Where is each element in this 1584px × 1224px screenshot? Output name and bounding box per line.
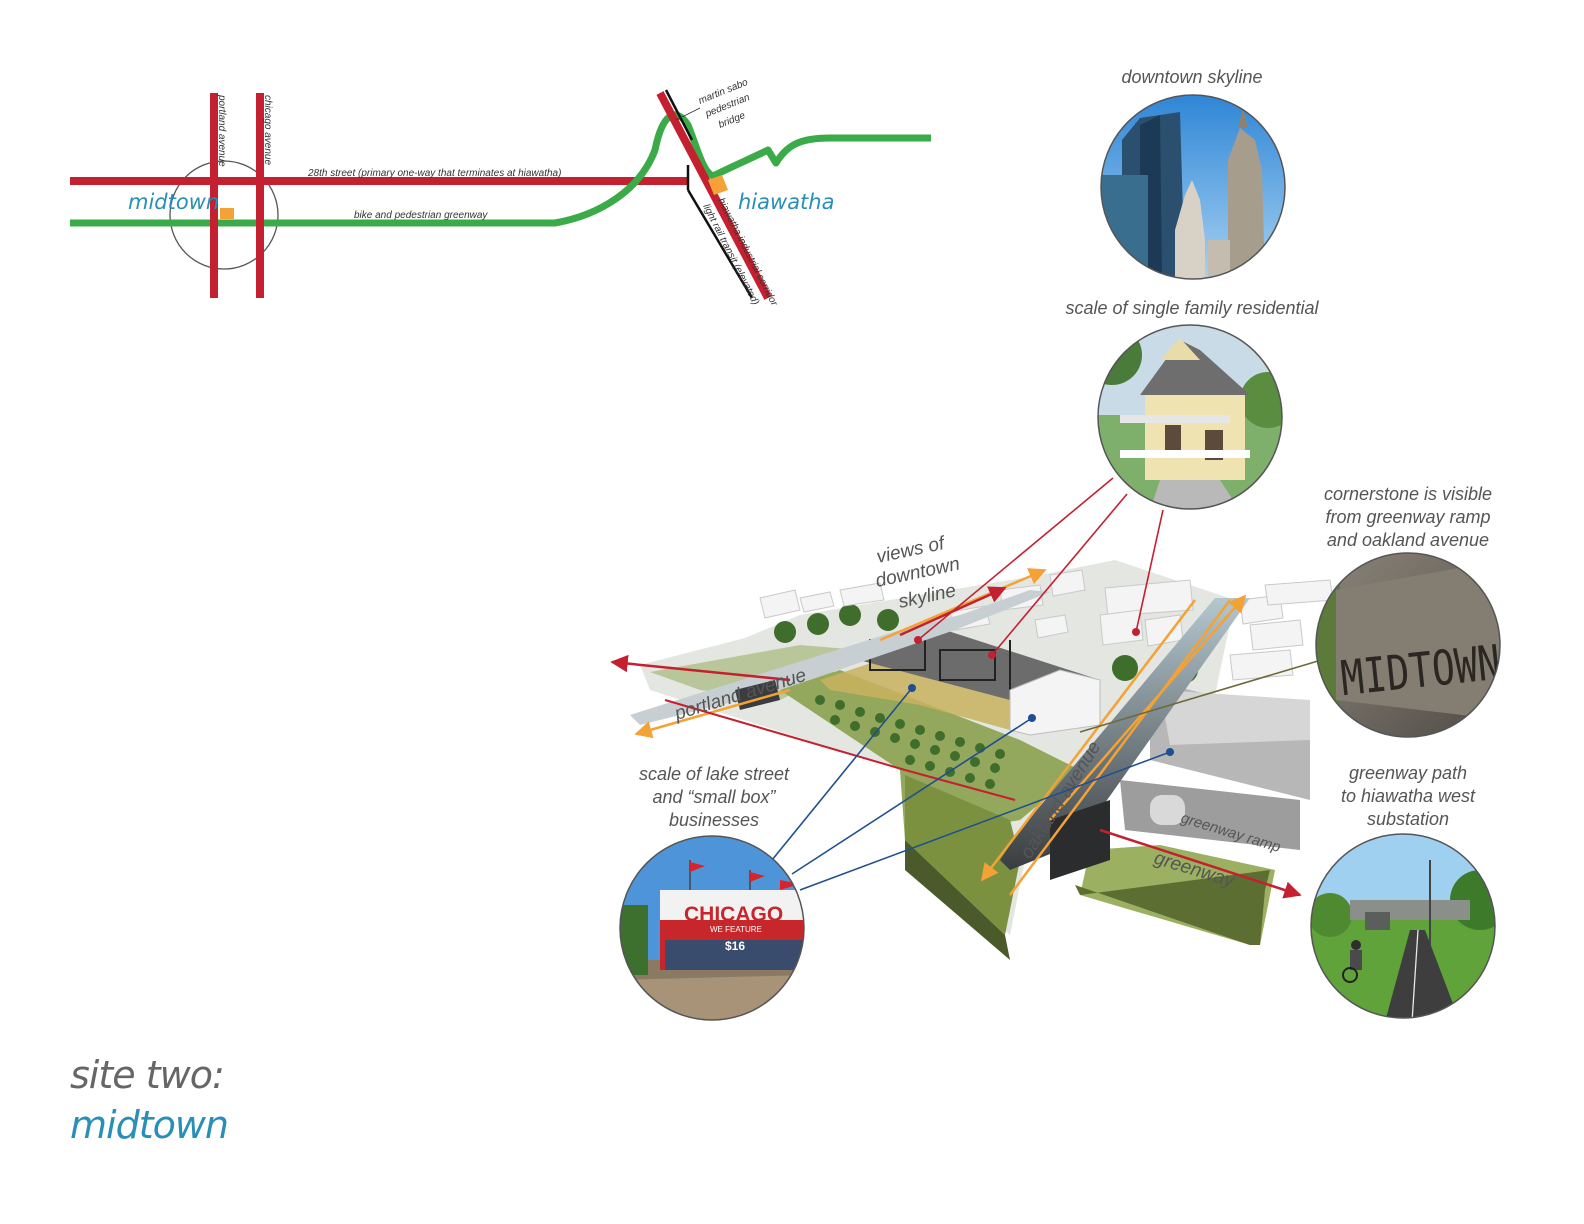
photo-lake-street-frame bbox=[619, 835, 805, 1021]
oakland-arrow-orange-down bbox=[980, 599, 1196, 882]
photo-single-family-house bbox=[1098, 325, 1282, 509]
chicago-price-text: $16 bbox=[725, 939, 745, 953]
photo-cornerstone-sign-frame bbox=[1315, 552, 1501, 738]
portland-arrow-orange bbox=[634, 688, 791, 739]
callout-greenway-path-line-1: greenway path bbox=[1348, 763, 1468, 783]
aerial-site-model: views of downtown skyline portland avenu… bbox=[610, 533, 1334, 960]
callout-downtown-skyline: downtown skyline bbox=[1092, 66, 1292, 89]
hiawatha-corridor-line bbox=[656, 91, 772, 300]
photo-greenway-path-frame bbox=[1310, 833, 1496, 1019]
greenway-line-red-west bbox=[904, 769, 1016, 801]
slab-cut-face bbox=[905, 840, 1010, 960]
portland-avenue-deck bbox=[630, 590, 1050, 725]
sabo-bridge-leader bbox=[675, 107, 701, 121]
portland-arrow-orange-up bbox=[879, 568, 1047, 642]
midtown-site-ring bbox=[169, 160, 279, 270]
map-label-greenway: bike and pedestrian greenway bbox=[354, 210, 488, 221]
neighborhood-blocks bbox=[759, 569, 1334, 681]
callout-greenway-path: greenway path to hiawatha west substatio… bbox=[1313, 762, 1503, 831]
light-rail-line-lower bbox=[686, 189, 754, 299]
map-label-hiawatha: hiawatha bbox=[738, 190, 834, 214]
greenway-arrow-red bbox=[1099, 828, 1302, 899]
oakland-arrow-orange-up bbox=[1049, 594, 1247, 821]
chicago-sign-text: CHICAGO bbox=[684, 903, 783, 926]
oakland-arrow-orange-down-2 bbox=[1008, 599, 1232, 896]
callout-cornerstone-line-1: cornerstone is visible bbox=[1323, 484, 1493, 504]
greenway-ramp-top bbox=[1160, 690, 1310, 745]
callout-cornerstone: cornerstone is visible from greenway ram… bbox=[1303, 483, 1513, 552]
callout-cornerstone-line-2: from greenway ramp bbox=[1325, 507, 1491, 527]
callout-lake-street-line-2: and “small box” bbox=[652, 787, 776, 807]
callout-greenway-path-line-3: substation bbox=[1366, 809, 1450, 829]
map-label-midtown: midtown bbox=[128, 190, 219, 214]
greenway-line-red-west-2 bbox=[664, 699, 906, 771]
location-map: portland avenue chicago avenue 28th stre… bbox=[70, 77, 931, 308]
photo-greenway-path bbox=[1311, 834, 1495, 1018]
callout-lake-street: scale of lake street and “small box” bus… bbox=[614, 763, 814, 832]
title-line-midtown: midtown bbox=[70, 1103, 229, 1147]
map-label-28th-street: 28th street (primary one-way that termin… bbox=[307, 168, 561, 179]
title-line-site-two: site two: bbox=[70, 1053, 225, 1097]
callout-lake-street-line-3: businesses bbox=[668, 810, 760, 830]
callout-greenway-path-line-2: to hiawatha west bbox=[1340, 786, 1476, 806]
greenway-line bbox=[70, 111, 931, 227]
ramp-tunnel bbox=[1150, 795, 1185, 825]
photo-cornerstone-sign: MIDTOWN bbox=[1316, 553, 1500, 737]
callout-cornerstone-line-3: and oakland avenue bbox=[1326, 530, 1490, 550]
callout-single-family-residential: scale of single family residential bbox=[1042, 297, 1342, 320]
midtown-site-marker bbox=[220, 208, 234, 219]
page-title: site two: midtown bbox=[70, 1050, 229, 1150]
portland-arrow-red bbox=[610, 654, 791, 682]
callout-lake-street-line-1: scale of lake street bbox=[638, 764, 790, 784]
map-label-portland: portland avenue bbox=[216, 94, 227, 167]
photo-downtown-skyline-frame bbox=[1100, 94, 1286, 280]
photo-single-family-house-frame bbox=[1097, 324, 1283, 510]
lawn-south bbox=[905, 775, 1020, 935]
callout-residential-line: scale of single family residential bbox=[1065, 298, 1319, 318]
leader-lines bbox=[771, 477, 1319, 891]
callout-downtown-skyline-line: downtown skyline bbox=[1121, 67, 1263, 87]
map-label-chicago: chicago avenue bbox=[262, 95, 273, 165]
lawn-east-base bbox=[1075, 870, 1270, 945]
light-rail-line bbox=[664, 89, 694, 141]
hiawatha-site-marker bbox=[708, 175, 728, 195]
chicago-subsign-text: WE FEATURE bbox=[710, 925, 762, 934]
